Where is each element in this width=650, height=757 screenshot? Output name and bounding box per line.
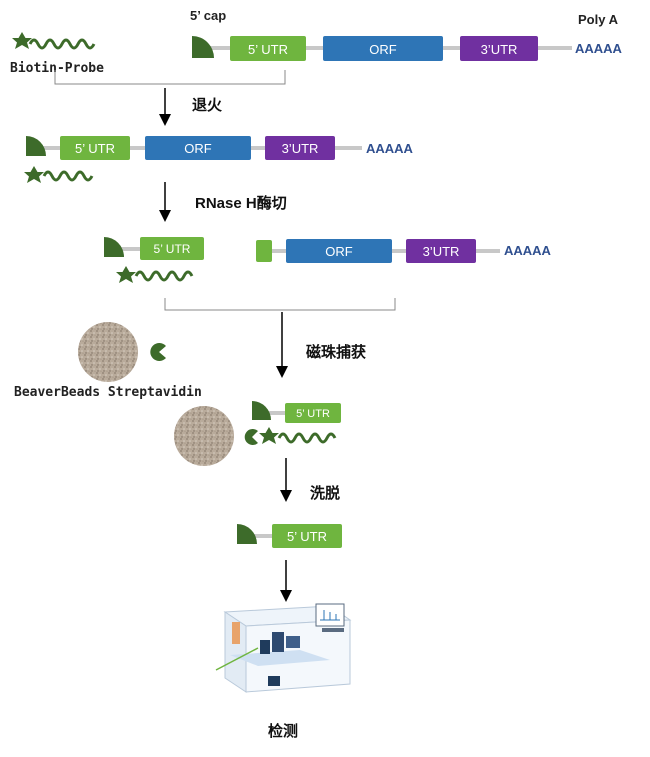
cap-label: 5’ cap [190,8,226,23]
cap-icon [104,237,124,257]
cap-icon [192,36,214,58]
utr5-remnant-box [256,240,272,262]
probe-wave [42,170,94,182]
mrna-annealed: 5’ UTR ORF 3’UTR AAAAA [26,136,414,160]
cap-icon [26,136,46,156]
probe-cleaved [116,266,194,283]
cap-icon [252,401,271,420]
step-capture: 磁珠捕获 [306,343,366,361]
utr3-text: 3’UTR [282,141,319,156]
utr5-box [60,136,130,160]
utr5-box [140,237,204,260]
probe-top [12,32,96,50]
utr5-text: 5’ UTR [248,42,288,57]
step-anneal: 退火 [192,97,223,114]
polya-text: AAAAA [366,141,414,156]
polya-text: AAAAA [504,243,552,258]
mrna-top: 5’ UTR ORF 3’UTR AAAAA [192,36,623,61]
utr5-text: 5’ UTR [296,408,330,420]
biotin-star-icon [116,266,136,283]
orf-text: ORF [184,141,212,156]
probe-wave [28,38,96,50]
mass-spec-instrument-icon [215,603,352,693]
biotin-star-icon [24,166,44,183]
biotin-star-icon [259,427,279,444]
utr3-box [265,136,335,160]
orf-text: ORF [325,244,353,259]
polya-text: AAAAA [575,41,623,56]
polya-label: Poly A [578,12,619,27]
orf-box [145,136,251,160]
utr3-text: 3’UTR [481,42,518,57]
streptavidin-icon [150,343,166,362]
streptavidin-icon [244,429,258,445]
biotin-star-icon [12,32,32,49]
utr5-box [230,36,306,61]
utr3-box [406,239,476,263]
probe-wave [277,432,337,444]
captured-complex: 5’ UTR [174,401,341,466]
utr5-box [272,524,342,548]
step-elute: 洗脱 [310,484,340,502]
probe-label: Biotin-Probe [10,61,104,76]
orf-text: ORF [369,42,397,57]
probe-annealed [24,166,94,183]
utr5-box [285,403,341,423]
step-rnase: RNase H酶切 [195,194,287,212]
beads-label: BeaverBeads Streptavidin [14,385,202,400]
utr3-text: 3’UTR [423,244,460,259]
eluted-5utr: 5’ UTR [237,524,342,548]
bracket-top [54,70,286,85]
cap-icon [237,524,257,544]
step-detect: 检测 [268,722,298,740]
orf-box [323,36,443,61]
bracket-mid [164,298,396,311]
utr5-text: 5’ UTR [75,141,115,156]
bead-group [78,322,166,382]
magnetic-bead-icon [78,322,138,382]
fragment-orf-3utr: ORF 3’UTR AAAAA [256,239,552,263]
probe-wave [134,270,194,282]
utr3-box [460,36,538,61]
magnetic-bead-icon [174,406,234,466]
utr5-text: 5’ UTR [154,242,191,256]
orf-box [286,239,392,263]
utr5-text: 5’ UTR [287,529,327,544]
fragment-5utr: 5’ UTR [104,237,204,260]
